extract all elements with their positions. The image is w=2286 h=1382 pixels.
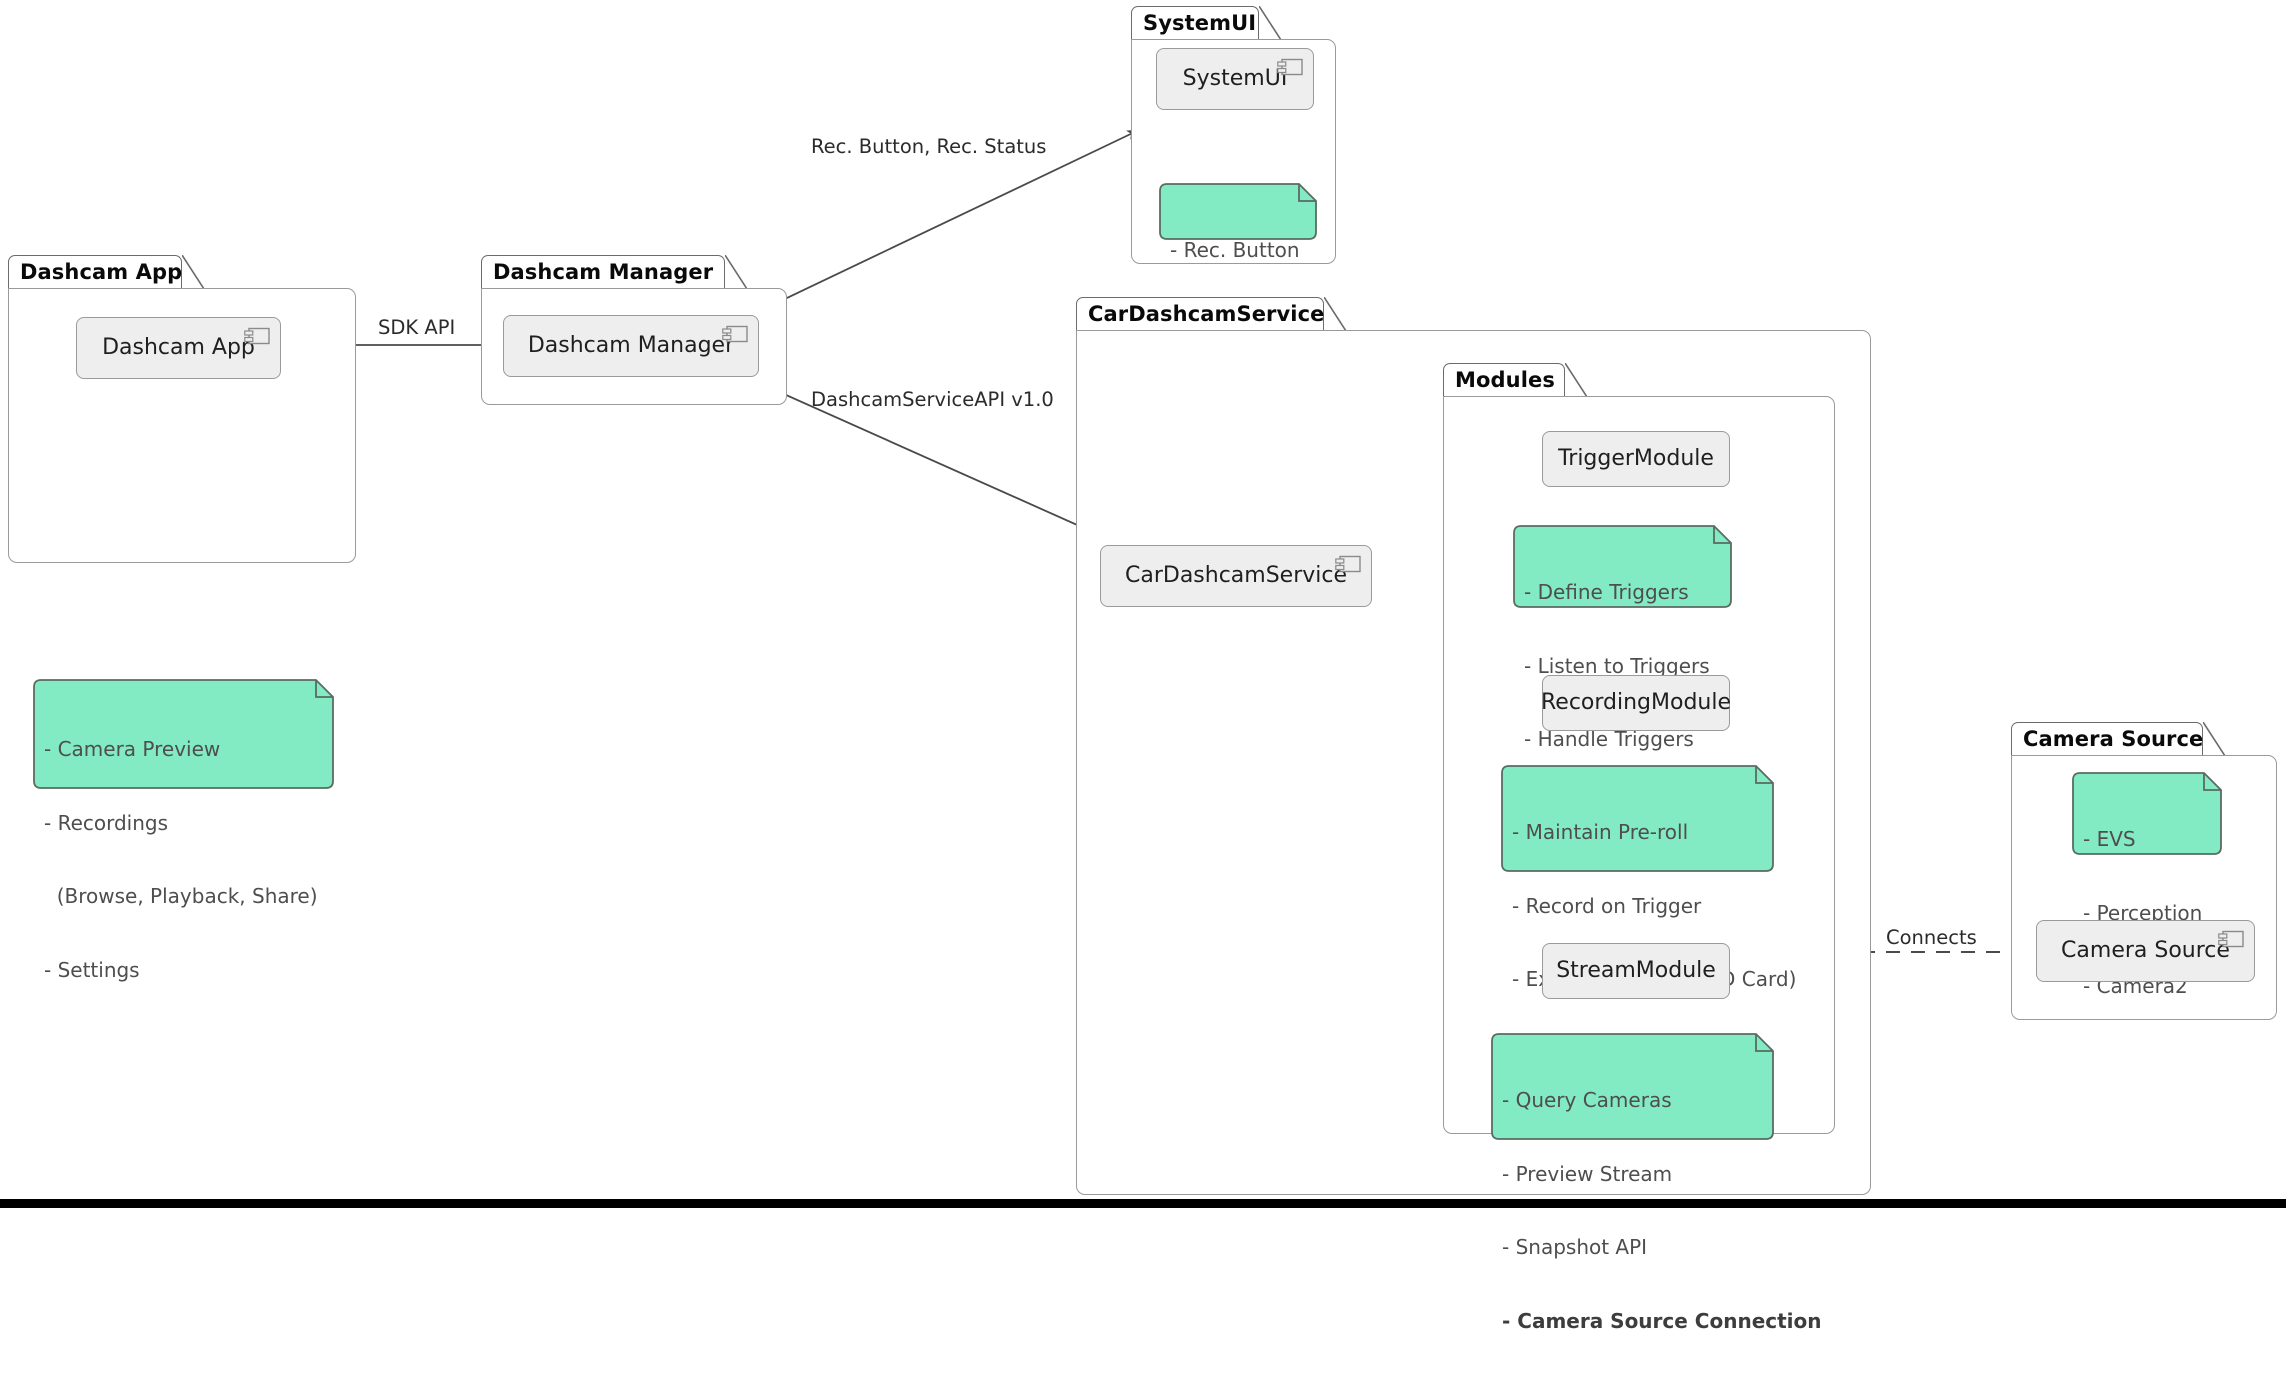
component-label: CarDashcamService (1124, 563, 1348, 588)
systemui-package[interactable]: SystemUI SystemUI - Rec. Button - Rec. S… (1131, 6, 1336, 336)
note-stream-module: - Query Cameras - Preview Stream - Snaps… (1488, 1031, 1822, 1333)
note-line: - Recordings (44, 810, 169, 835)
component-label: Dashcam App (102, 335, 255, 360)
cardashcamservice-package[interactable]: CarDashcamService CarDashcamService Modu… (1076, 297, 1871, 1333)
note-trigger-module: - Define Triggers - Listen to Triggers -… (1510, 523, 1734, 751)
bottom-bar (0, 1199, 2286, 1208)
package-title: Modules (1455, 368, 1555, 392)
component-icon (1335, 555, 1361, 573)
modules-package[interactable]: Modules TriggerModule - Define Triggers … (1443, 363, 1835, 1333)
component-systemui[interactable]: SystemUI (1156, 48, 1314, 110)
component-trigger-module[interactable]: TriggerModule (1542, 431, 1730, 487)
note-line: - Settings (44, 957, 140, 982)
component-icon (244, 327, 270, 345)
component-camera-source[interactable]: Camera Source (2036, 920, 2255, 982)
package-title: Camera Source (2023, 727, 2204, 751)
package-title: SystemUI (1143, 11, 1257, 35)
component-dashcam-app[interactable]: Dashcam App (76, 317, 281, 379)
edge-manager-to-systemui (744, 129, 1140, 319)
note-line: - Camera Preview (44, 737, 221, 761)
component-recording-module[interactable]: RecordingModule (1541, 675, 1731, 731)
component-label: StreamModule (1556, 958, 1716, 983)
note-line: - Listen to Triggers (1524, 653, 1710, 678)
package-tab: Camera Source (2011, 722, 2203, 756)
package-body (1443, 396, 1835, 1134)
note-line: - Handle Triggers (1524, 727, 1694, 751)
note-text: - Define Triggers - Listen to Triggers -… (1524, 531, 1710, 801)
note-shape (1513, 525, 1732, 608)
package-title: CarDashcamService (1088, 302, 1325, 326)
note-shape (33, 679, 334, 789)
component-cardashcamservice[interactable]: CarDashcamService (1100, 545, 1372, 607)
component-icon (2218, 930, 2244, 948)
component-stream-module[interactable]: StreamModule (1542, 943, 1730, 999)
package-tab-slant (1565, 363, 1587, 397)
package-tab: Modules (1443, 363, 1565, 397)
note-line: (Browse, Playback, Share) (44, 884, 318, 908)
package-tab: SystemUI (1131, 6, 1259, 40)
component-icon (1277, 58, 1303, 76)
component-label: Dashcam Manager (527, 333, 735, 358)
package-tab: CarDashcamService (1076, 297, 1324, 331)
dashcam-app-package[interactable]: Dashcam App Dashcam App - Camera Preview… (8, 255, 356, 982)
edge-label-rec-button-rec-status: Rec. Button, Rec. Status (811, 135, 1047, 158)
note-shape (1491, 1033, 1774, 1140)
note-shape (1501, 765, 1774, 872)
package-tab-slant (182, 255, 204, 289)
edge-label-dashcamserviceapi: DashcamServiceAPI v1.0 (811, 388, 1054, 411)
note-line: - Record on Trigger (1512, 893, 1702, 918)
component-dashcam-manager[interactable]: Dashcam Manager (503, 315, 759, 377)
note-text: - Query Cameras - Preview Stream - Snaps… (1502, 1039, 1822, 1382)
note-line: - Preview Stream (1502, 1161, 1673, 1186)
note-line: - EVS (2083, 827, 2136, 851)
package-tab: Dashcam App (8, 255, 182, 289)
note-line: - Snapshot API (1502, 1235, 1648, 1259)
note-line: - Rec. Button (1170, 238, 1300, 262)
edge-label-sdk-api: SDK API (378, 316, 456, 339)
note-camera-source: - EVS - Perception - Camera2 (2069, 770, 2224, 998)
component-icon (722, 325, 748, 343)
package-tab: Dashcam Manager (481, 255, 725, 289)
note-dashcam-app: - Camera Preview - Recordings (Browse, P… (30, 677, 336, 982)
note-line: - Query Cameras (1502, 1088, 1672, 1112)
package-tab-slant (2203, 722, 2225, 756)
note-text: - Camera Preview - Recordings (Browse, P… (44, 688, 318, 1031)
note-line: - Define Triggers (1524, 580, 1689, 604)
component-label: RecordingModule (1540, 690, 1732, 715)
edge-label-connects: Connects (1886, 926, 1977, 949)
package-title: Dashcam App (20, 260, 183, 284)
note-shape (1159, 183, 1317, 240)
note-text: - EVS - Perception - Camera2 (2083, 778, 2202, 1048)
package-title: Dashcam Manager (493, 260, 714, 284)
note-line: - Maintain Pre-roll (1512, 820, 1689, 844)
package-tab-slant (725, 255, 747, 289)
camera-source-package[interactable]: Camera Source - EVS - Perception - Camer… (2011, 722, 2277, 1020)
dashcam-manager-package[interactable]: Dashcam Manager Dashcam Manager (481, 255, 787, 405)
component-label: SystemUI (1182, 66, 1288, 91)
note-shape (2072, 772, 2222, 855)
note-line-bold: - Camera Source Connection (1502, 1308, 1822, 1333)
package-tab-slant (1324, 297, 1346, 331)
component-label: Camera Source (2061, 938, 2230, 963)
edge-manager-to-service (747, 377, 1123, 546)
note-recording-module: - Maintain Pre-roll - Record on Trigger … (1498, 763, 1796, 1065)
component-label: TriggerModule (1558, 446, 1714, 471)
package-tab-slant (1259, 6, 1281, 40)
note-systemui: - Rec. Button - Rec. Status (1156, 181, 1319, 336)
